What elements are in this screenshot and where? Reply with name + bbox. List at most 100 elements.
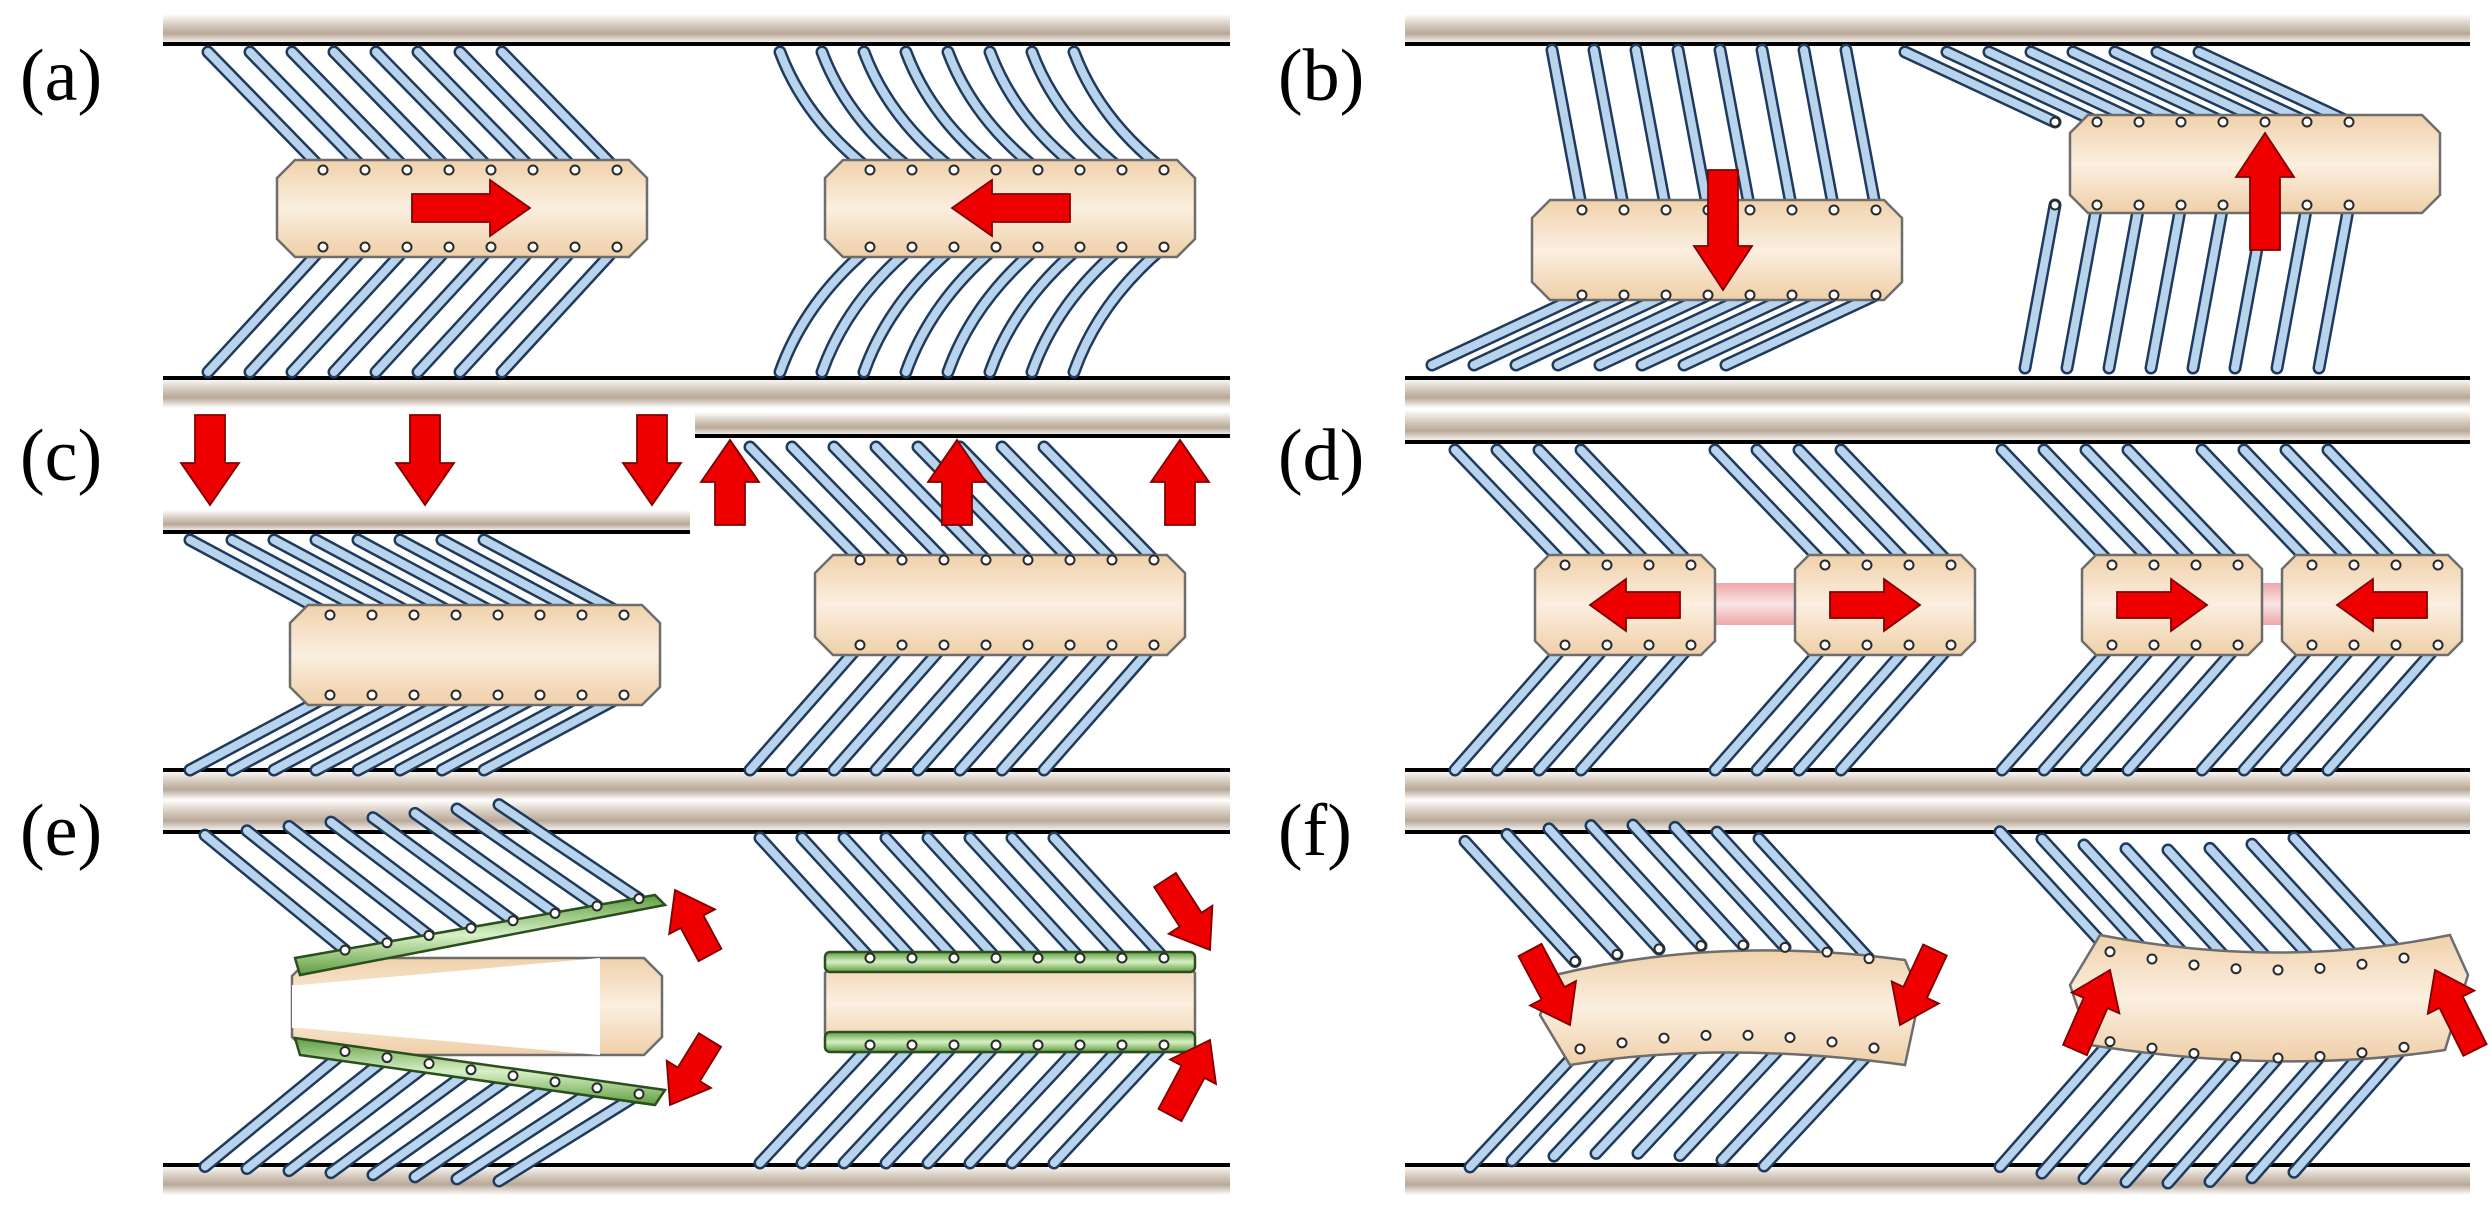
panel-e-right-upper-arrow xyxy=(1152,871,1214,952)
leg-fill xyxy=(788,443,906,564)
panel-f-right-lower-leg xyxy=(1993,1035,2117,1174)
panel-b-left-upper-leg xyxy=(1797,43,1841,217)
panel-e-left-lower-leg xyxy=(324,1063,478,1180)
panel-d-unit-1-lower-leg xyxy=(1574,638,1698,777)
pivot-joint-icon xyxy=(948,1039,960,1051)
panel-d-unit-1-upper-leg xyxy=(1448,443,1572,572)
leg-fill xyxy=(882,834,1000,962)
leg-fill xyxy=(2147,201,2185,372)
panel-c-right-upper-leg xyxy=(827,440,951,567)
panel-c-right-lower-leg xyxy=(869,638,993,777)
panel-c-right-body xyxy=(813,553,1187,657)
panel-b-right-lower-leg xyxy=(2144,198,2188,375)
panel-b-right-lower-leg xyxy=(2312,198,2356,375)
leg-fill xyxy=(186,536,334,619)
leg-fill xyxy=(1050,834,1168,962)
pivot-joint-icon xyxy=(534,689,546,701)
pivot-joint-icon xyxy=(591,1082,603,1094)
pivot-joint-icon xyxy=(1576,289,1588,301)
panel-d-unit-1-lower-leg xyxy=(1490,638,1614,777)
leg-fill xyxy=(2164,845,2282,974)
panel-a-right-lower-leg xyxy=(1067,240,1171,379)
leg-fill xyxy=(788,641,906,774)
panel-f-right-upper-leg xyxy=(2119,842,2243,976)
panel-a-left-upper-leg xyxy=(369,45,498,177)
panel-e-right-lower-leg xyxy=(1047,1038,1171,1170)
panel-c-right-upper-leg xyxy=(869,440,993,567)
panel-d-unit-4-upper-leg xyxy=(2237,443,2361,572)
panel-b-bottom-wall-band xyxy=(1405,378,2470,408)
panel-d-unit-2-arrow xyxy=(1829,577,1922,633)
panel-b-left-upper-leg xyxy=(1671,43,1715,217)
pivot-joint-icon xyxy=(2398,952,2410,964)
pivot-joint-icon xyxy=(1032,164,1044,176)
leg-fill xyxy=(438,691,586,774)
panel-b-right-upper-leg xyxy=(1940,45,2104,129)
leg-fill xyxy=(243,826,391,947)
leg-fill xyxy=(1040,641,1158,774)
panel-e-left-cavity xyxy=(292,958,600,1055)
leg-fill xyxy=(354,691,502,774)
leg-fill xyxy=(2240,446,2358,569)
pivot-joint-icon xyxy=(1744,204,1756,216)
panel-d-unit-3-lower-leg xyxy=(1995,638,2119,777)
pivot-joint-icon xyxy=(1685,639,1697,651)
panel-e-left-upper-leg xyxy=(366,811,520,928)
leg-fill xyxy=(1985,48,2143,126)
panel-f-top-wall-band xyxy=(1405,800,2470,832)
pivot-joint-icon xyxy=(2106,559,2118,571)
pivot-joint-icon xyxy=(401,164,413,176)
panel-d-unit-2-lower-leg xyxy=(1834,638,1958,777)
panel-e-left-upper-leg xyxy=(198,828,352,957)
leg-fill xyxy=(1554,291,1712,369)
leg-fill xyxy=(246,48,369,174)
pivot-joint-icon xyxy=(938,554,950,566)
panel-b-left-lower-leg xyxy=(1635,288,1799,372)
leg-fill xyxy=(1998,446,2116,569)
panel-f-right-upper-leg xyxy=(2035,832,2159,966)
panel-d-unit-4-lower-leg xyxy=(2321,638,2445,777)
pivot-joint-icon xyxy=(990,164,1002,176)
panel-e-right-upper-leg xyxy=(963,831,1087,965)
panel-f-right-lower-leg xyxy=(2077,1046,2201,1185)
panel-d-unit-2-lower-leg xyxy=(1792,638,1916,777)
leg-fill xyxy=(1493,641,1611,774)
panel-c-left-lower-leg xyxy=(225,688,379,777)
pivot-joint-icon xyxy=(507,1070,519,1082)
leg-fill xyxy=(1596,291,1754,369)
pivot-joint-icon xyxy=(2356,1047,2368,1059)
panel-c-right-upper-leg xyxy=(1037,440,1161,567)
panel-c-bottom-wall-band xyxy=(163,770,1230,800)
leg-fill xyxy=(1503,830,1621,959)
pivot-joint-icon xyxy=(611,164,623,176)
leg-fill xyxy=(756,834,874,962)
pivot-joint-icon xyxy=(1074,241,1086,253)
pivot-joint-icon xyxy=(1106,639,1118,651)
pivot-joint-icon xyxy=(1744,289,1756,301)
pivot-joint-icon xyxy=(1074,952,1086,964)
leg-fill xyxy=(1837,641,1955,774)
panel-a-left-lower-leg xyxy=(369,240,498,379)
leg-fill xyxy=(495,800,643,903)
pivot-joint-icon xyxy=(2272,1052,2284,1064)
leg-fill xyxy=(414,243,537,376)
panel-f-left-lower-leg xyxy=(1547,1031,1671,1163)
leg-fill xyxy=(818,243,916,376)
leg-fill xyxy=(924,834,1042,962)
panel-f-top-wall xyxy=(1405,800,2470,834)
pivot-joint-icon xyxy=(408,609,420,621)
leg-fill xyxy=(1050,1041,1168,1167)
leg-fill xyxy=(270,536,418,619)
pivot-joint-icon xyxy=(1106,554,1118,566)
leg-fill xyxy=(1795,641,1913,774)
pivot-joint-icon xyxy=(1658,1032,1670,1044)
leg-fill xyxy=(2040,446,2158,569)
pivot-joint-icon xyxy=(465,1064,477,1076)
pivot-joint-icon xyxy=(1569,955,1581,967)
pivot-joint-icon xyxy=(980,554,992,566)
pivot-joint-icon xyxy=(2133,199,2145,211)
panel-e-left-upper-leg xyxy=(282,819,436,942)
tube-walls xyxy=(163,14,2470,1195)
pivot-joint-icon xyxy=(2148,639,2160,651)
